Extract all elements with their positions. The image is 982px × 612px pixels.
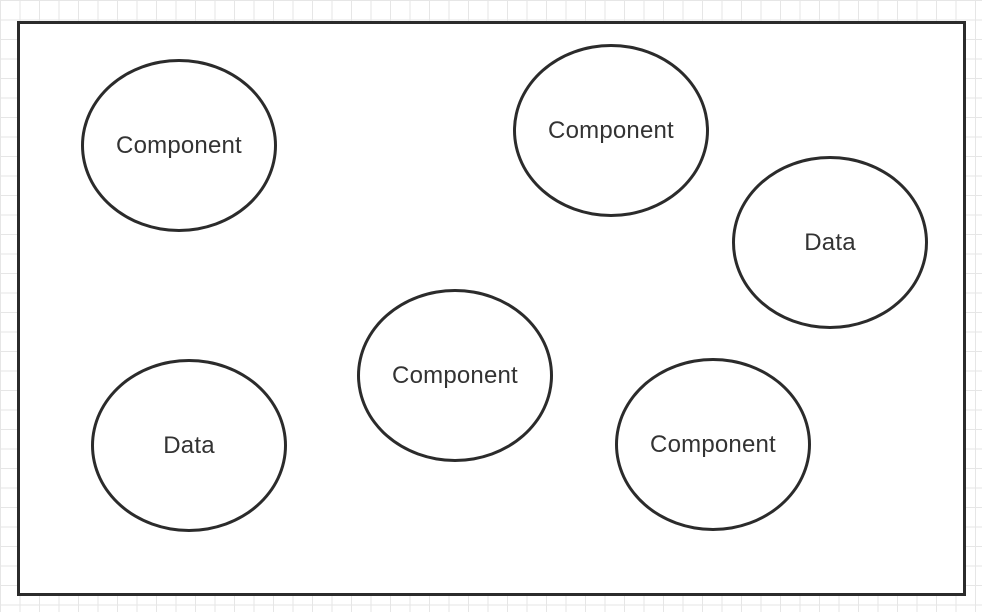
component-node[interactable]: Component: [615, 358, 811, 531]
node-label: Data: [804, 228, 856, 256]
data-node[interactable]: Data: [91, 359, 287, 532]
component-node[interactable]: Component: [357, 289, 553, 462]
component-node[interactable]: Component: [513, 44, 709, 217]
data-node[interactable]: Data: [732, 156, 928, 329]
component-node[interactable]: Component: [81, 59, 277, 232]
node-label: Component: [392, 361, 518, 389]
node-label: Component: [548, 116, 674, 144]
node-label: Component: [116, 131, 242, 159]
node-label: Data: [163, 431, 215, 459]
node-label: Component: [650, 430, 776, 458]
